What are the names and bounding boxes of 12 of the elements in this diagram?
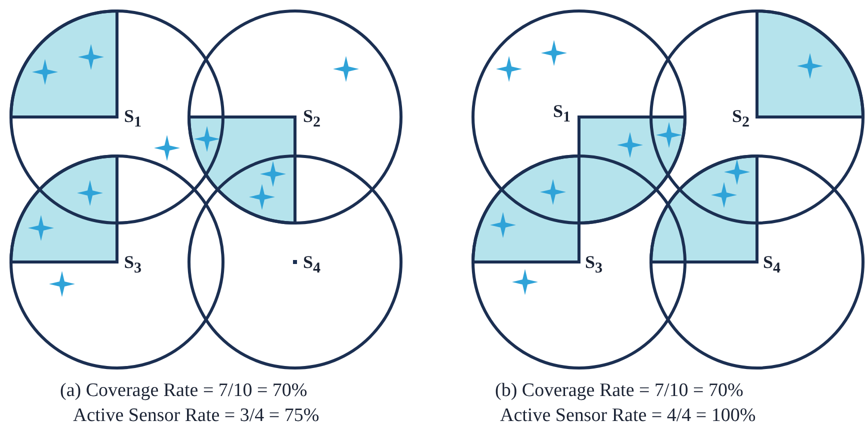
sensor-label: S$_{2}$: [303, 106, 321, 132]
sensor-label: S$_{4}$: [303, 252, 321, 278]
caption-text: (a) Coverage Rate = 7/10 = 70%: [60, 380, 308, 402]
sensor-label: S$_{2}$: [732, 106, 750, 132]
caption-text: Active Sensor Rate = 4/4 = 100%: [500, 405, 756, 427]
caption-text: Active Sensor Rate = 3/4 = 75%: [73, 405, 320, 427]
sensor-label: S$_{1}$: [124, 106, 142, 132]
sensor-label: S$_{3}$: [124, 252, 142, 278]
caption-text: (b) Coverage Rate = 7/10 = 70%: [495, 380, 744, 402]
sensor-label: S$_{4}$: [763, 252, 781, 278]
sensor-label: S$_{1}$: [553, 101, 571, 127]
sensor-label: S$_{3}$: [585, 252, 603, 278]
